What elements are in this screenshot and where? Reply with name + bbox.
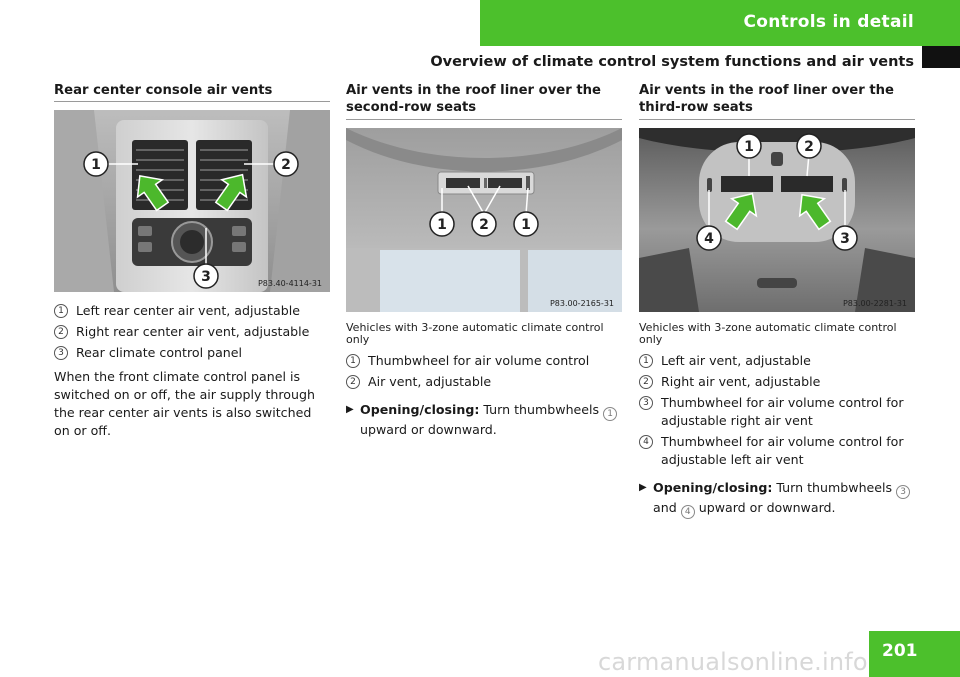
photo-callout: 2: [796, 133, 822, 159]
legend-list: 1 Left air vent, adjustable 2 Right air …: [639, 352, 915, 469]
svg-text:2: 2: [281, 157, 291, 173]
photo-callout: 4: [696, 225, 722, 251]
column-heading: Air vents in the roof liner over the sec…: [346, 82, 622, 120]
legend-item: 3 Thumbwheel for air volume control for …: [639, 394, 915, 430]
photo-third-row-vents: 1 2 3 4 P83.00-2281-31: [639, 128, 915, 312]
legend-number: 1: [346, 354, 360, 368]
instruction-ref: 4: [680, 505, 695, 519]
photo-rear-console-vents: 1 2 3 P83.40-4114-31: [54, 110, 330, 292]
vehicle-note: Vehicles with 3-zone automatic climate c…: [346, 321, 604, 346]
step-triangle-icon: ▶: [346, 404, 354, 415]
legend-number: 3: [54, 346, 68, 360]
photo-code: P83.00-2281-31: [842, 299, 907, 308]
photo-callout: 1: [736, 133, 762, 159]
header-green-bar: [480, 0, 960, 46]
legend-text: Left air vent, adjustable: [661, 353, 811, 368]
watermark: carmanualsonline.info: [598, 648, 868, 676]
photo-callout: 1: [513, 211, 539, 237]
instruction-ref: 1: [603, 407, 618, 421]
instruction-label: Opening/closing:: [360, 402, 480, 417]
legend-text: Air vent, adjustable: [368, 374, 492, 389]
instruction-step: ▶ Opening/closing: Turn thumbwheels 3 an…: [639, 479, 915, 519]
column-heading: Air vents in the roof liner over the thi…: [639, 82, 915, 120]
svg-text:4: 4: [704, 231, 714, 247]
legend-text: Thumbwheel for air volume control for ad…: [661, 395, 904, 428]
legend-number: 2: [639, 375, 653, 389]
instruction-post: upward or downward.: [698, 500, 836, 515]
legend-text: Thumbwheel for air volume control for ad…: [661, 434, 904, 467]
svg-text:1: 1: [744, 139, 754, 155]
legend-number: 1: [54, 304, 68, 318]
legend-item: 1 Left rear center air vent, adjustable: [54, 302, 330, 320]
photo-code: P83.40-4114-31: [257, 279, 322, 288]
photo-callout: 1: [83, 151, 109, 177]
legend-item: 2 Air vent, adjustable: [346, 373, 622, 391]
photo-code: P83.00-2165-31: [549, 299, 614, 308]
legend-text: Right rear center air vent, adjustable: [76, 324, 310, 339]
instruction-pre: Turn thumbwheels: [483, 402, 600, 417]
legend-list: 1 Thumbwheel for air volume control 2 Ai…: [346, 352, 622, 391]
photo-second-row-vents: 1 2 1 P83.00-2165-31: [346, 128, 622, 312]
legend-item: 1 Thumbwheel for air volume control: [346, 352, 622, 370]
column-heading: Rear center console air vents: [54, 82, 330, 102]
instruction-post: upward or downward.: [360, 422, 497, 437]
page-subtitle: Overview of climate control system funct…: [430, 54, 914, 70]
instruction-ref: 3: [896, 485, 911, 499]
legend-text: Thumbwheel for air volume control: [368, 353, 590, 368]
legend-text: Rear climate control panel: [76, 345, 243, 360]
vehicle-note: Vehicles with 3-zone automatic climate c…: [639, 321, 897, 346]
instruction-pre: Turn thumbwheels: [776, 480, 893, 495]
legend-number: 4: [639, 435, 653, 449]
legend-item: 2 Right rear center air vent, adjustable: [54, 323, 330, 341]
legend-number: 2: [346, 375, 360, 389]
header-black-tab: [922, 46, 960, 68]
svg-text:2: 2: [479, 217, 489, 233]
legend-item: 4 Thumbwheel for air volume control for …: [639, 433, 915, 469]
legend-text: Left rear center air vent, adjustable: [76, 303, 300, 318]
svg-text:3: 3: [201, 269, 211, 285]
svg-text:2: 2: [804, 139, 814, 155]
legend-number: 1: [639, 354, 653, 368]
legend-item: 1 Left air vent, adjustable: [639, 352, 915, 370]
svg-text:3: 3: [840, 231, 850, 247]
body-paragraph: When the front climate control panel is …: [54, 369, 315, 438]
legend-list: 1 Left rear center air vent, adjustable …: [54, 302, 330, 362]
instruction-mid: and: [653, 500, 677, 515]
column-second-row: Air vents in the roof liner over the sec…: [346, 82, 622, 439]
legend-text: Right air vent, adjustable: [661, 374, 821, 389]
photo-second-row-graphic: 1 2 1: [346, 128, 622, 312]
column-rear-console: Rear center console air vents: [54, 82, 330, 440]
photo-callout: 2: [273, 151, 299, 177]
legend-item: 3 Rear climate control panel: [54, 344, 330, 362]
instruction-text: Opening/closing: Turn thumbwheels 3 and …: [653, 479, 915, 519]
svg-text:1: 1: [521, 217, 531, 233]
instruction-text: Opening/closing: Turn thumbwheels 1 upwa…: [360, 401, 622, 439]
svg-text:1: 1: [91, 157, 101, 173]
instruction-label: Opening/closing:: [653, 480, 773, 495]
page-number-box: [869, 631, 960, 677]
photo-callout: 2: [471, 211, 497, 237]
section-title: Controls in detail: [743, 12, 914, 32]
photo-callout: 1: [429, 211, 455, 237]
svg-text:1: 1: [437, 217, 447, 233]
instruction-step: ▶ Opening/closing: Turn thumbwheels 1 up…: [346, 401, 622, 439]
photo-callout: 3: [193, 263, 219, 289]
column-third-row: Air vents in the roof liner over the thi…: [639, 82, 915, 519]
legend-number: 2: [54, 325, 68, 339]
photo-rear-console-graphic: 1 2 3: [54, 110, 330, 292]
page-number: 201: [882, 641, 918, 661]
step-triangle-icon: ▶: [639, 482, 647, 493]
photo-callout: 3: [832, 225, 858, 251]
photo-third-row-graphic: 1 2 3 4: [639, 128, 915, 312]
legend-item: 2 Right air vent, adjustable: [639, 373, 915, 391]
legend-number: 3: [639, 396, 653, 410]
